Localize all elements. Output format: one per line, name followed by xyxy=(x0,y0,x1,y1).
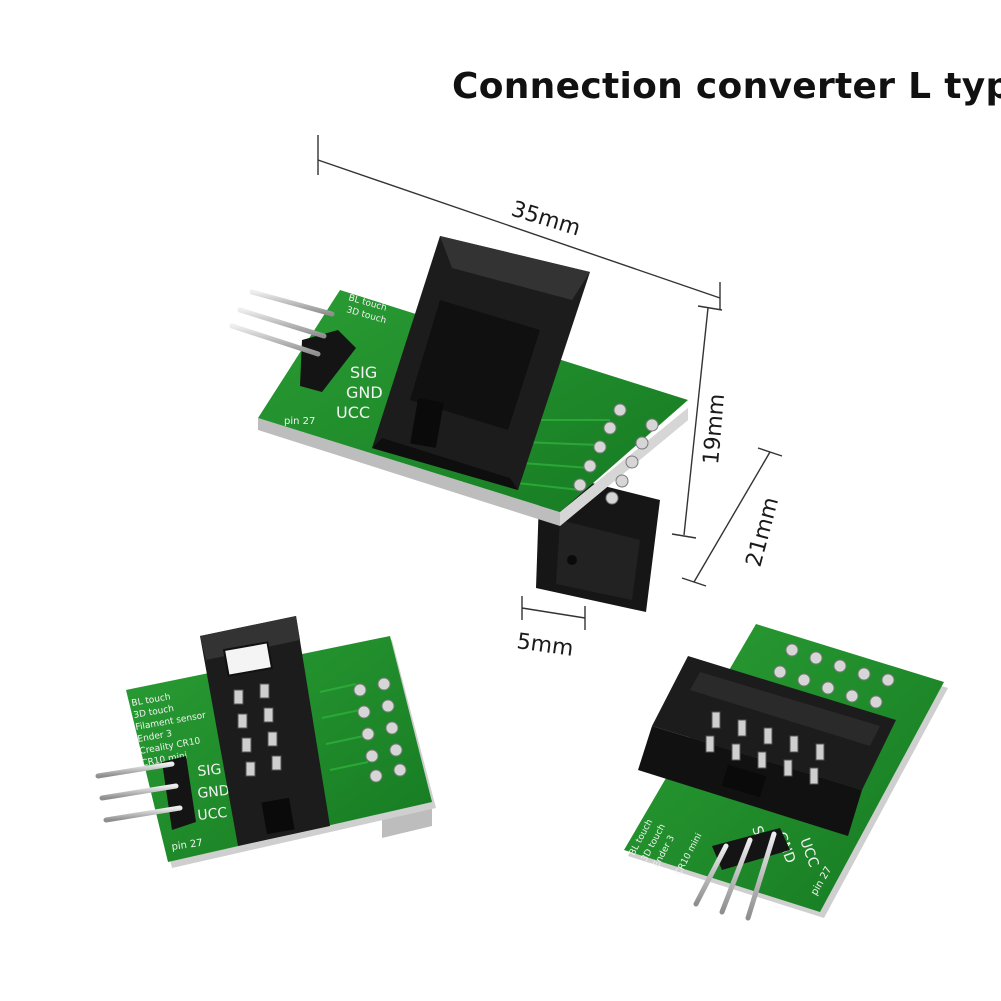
dim-depth-label: 5mm xyxy=(515,629,575,662)
top-silk-pin-sig: SIG xyxy=(350,363,377,382)
dim-length-label: 35mm xyxy=(508,197,583,242)
bl-silk-pin-ucc: UCC xyxy=(197,805,229,824)
bl-silk-pin-gnd: GND xyxy=(197,783,231,802)
product-title: Connection converter L type xyxy=(452,66,1001,107)
top-silk-pin-ucc: UCC xyxy=(336,403,370,422)
dim-height-label: 19mm xyxy=(699,393,730,466)
dimension-lines xyxy=(317,135,783,630)
dim-total-height-label: 21mm xyxy=(742,495,784,570)
bl-silk-pin-label: pin 27 xyxy=(171,838,204,853)
board-bottom-right: BL touch 3D touch Ender 3 CR10 mini SIG … xyxy=(624,624,948,921)
board-top: BL touch 3D touch SIG GND UCC pin 27 xyxy=(229,236,688,612)
bl-silk-pin-sig: SIG xyxy=(197,762,222,780)
board-bottom-left: BL touch 3D touch Filament sensor Ender … xyxy=(95,616,436,868)
top-silk-pin-gnd: GND xyxy=(346,383,383,402)
top-silk-pin-label: pin 27 xyxy=(284,416,315,427)
